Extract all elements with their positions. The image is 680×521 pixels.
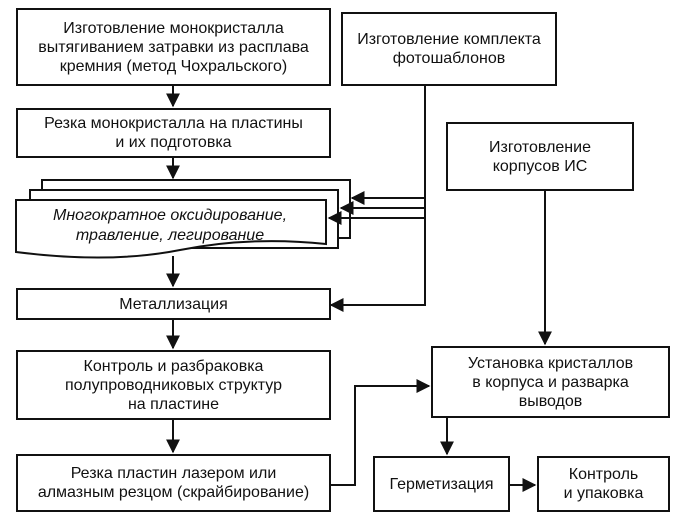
arrow-scribing-to-mounting bbox=[331, 379, 431, 486]
block-photomasks: Изготовление комплекта фотошаблонов bbox=[341, 12, 557, 86]
block-final-control-label: Контроль и упаковка bbox=[563, 466, 644, 502]
block-cutting-label: Резка монокристалла на пластины и их под… bbox=[44, 115, 303, 151]
block-czochralski: Изготовление монокристалла вытягиванием … bbox=[16, 8, 331, 86]
block-cutting: Резка монокристалла на пластины и их под… bbox=[16, 108, 331, 158]
block-photomasks-label: Изготовление комплекта фотошаблонов bbox=[357, 31, 541, 67]
block-mounting-label: Установка кристаллов в корпуса и разварк… bbox=[467, 354, 634, 410]
block-mounting: Установка кристаллов в корпуса и разварк… bbox=[431, 346, 670, 418]
block-inspection-label: Контроль и разбраковка полупроводниковых… bbox=[65, 357, 282, 413]
block-sealing-label: Герметизация bbox=[389, 475, 494, 493]
oxidation-wave-box bbox=[15, 199, 327, 259]
arrow-photomasks-to-metallization bbox=[329, 86, 426, 312]
block-scribing-label: Резка пластин лазером или алмазным резцо… bbox=[37, 465, 310, 501]
block-final-control: Контроль и упаковка bbox=[537, 456, 670, 512]
block-czochralski-label: Изготовление монокристалла вытягиванием … bbox=[38, 19, 309, 75]
block-inspection: Контроль и разбраковка полупроводниковых… bbox=[16, 350, 331, 420]
block-packages: Изготовление корпусов ИС bbox=[446, 122, 634, 191]
block-oxidation-label: Многократное оксидирование, травление, л… bbox=[52, 207, 288, 244]
block-sealing: Герметизация bbox=[373, 456, 510, 512]
block-metallization: Металлизация bbox=[16, 288, 331, 320]
block-metallization-label: Металлизация bbox=[119, 295, 228, 313]
block-packages-label: Изготовление корпусов ИС bbox=[489, 138, 591, 175]
block-scribing: Резка пластин лазером или алмазным резцо… bbox=[16, 454, 331, 512]
